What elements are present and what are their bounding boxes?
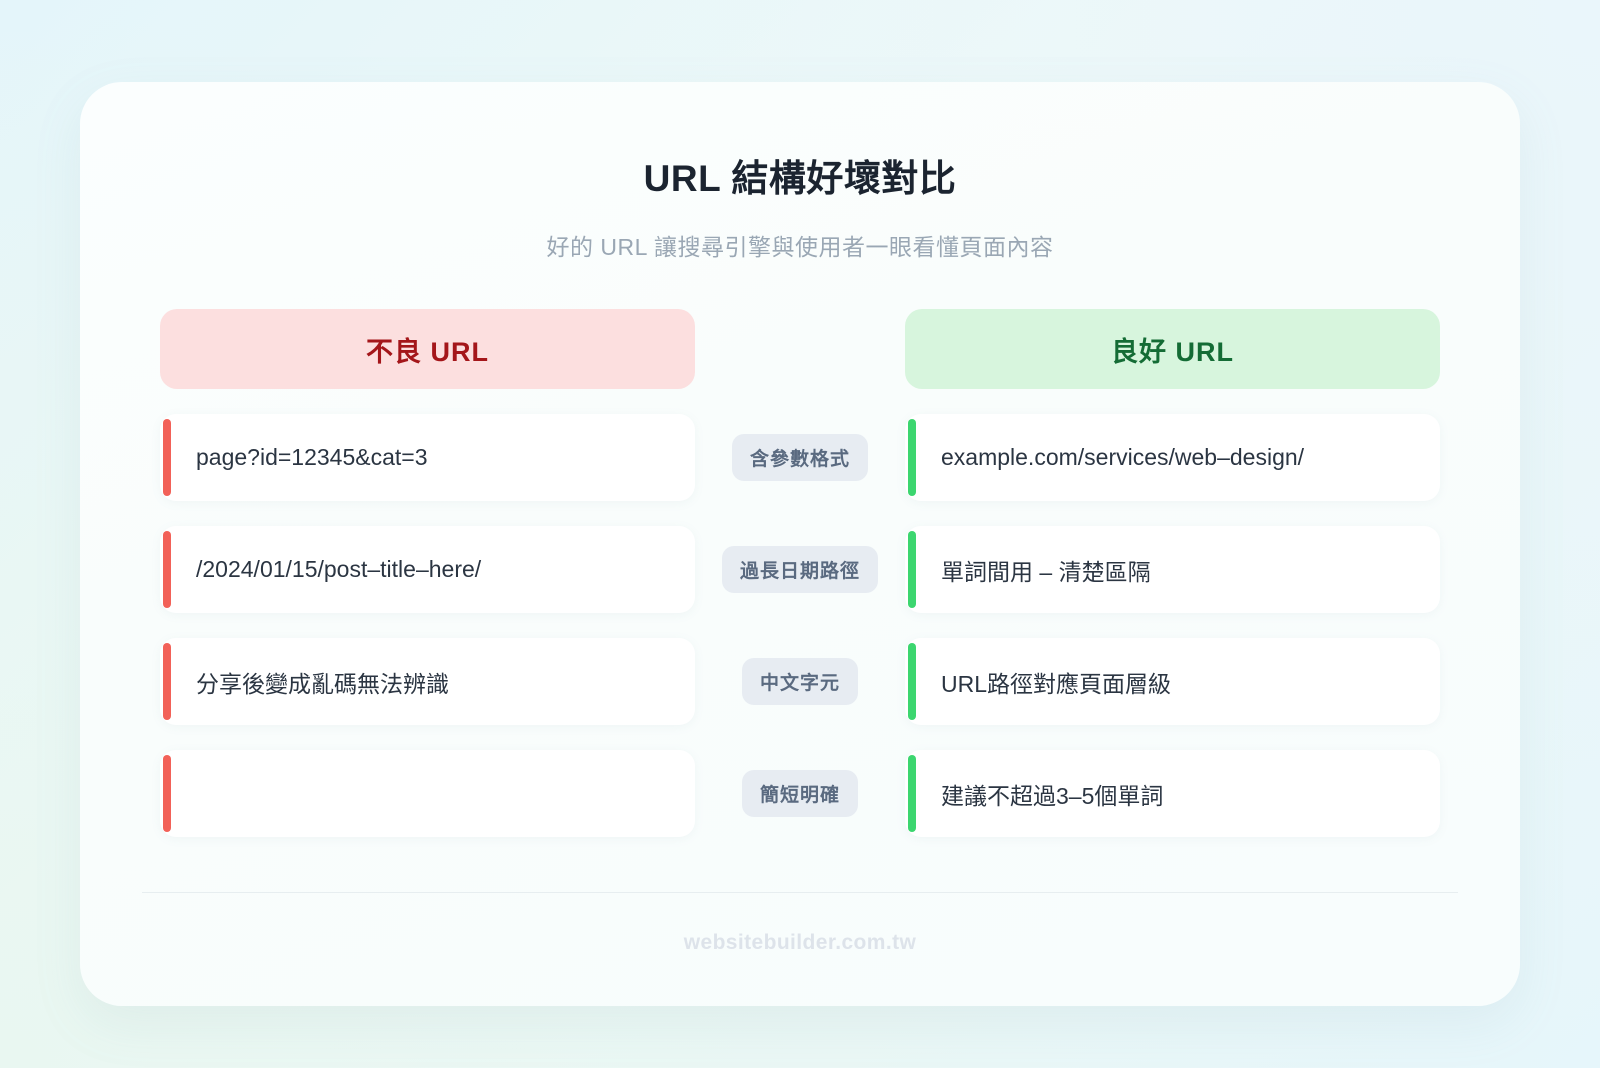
footer-divider <box>142 892 1458 893</box>
category-label-2: 過長日期路徑 <box>721 546 878 593</box>
bad-url-text-3: 分享後變成亂碼無法辨識 <box>196 670 449 697</box>
comparison-grid: 不良 URL page?id=12345&cat=3 /2024/01/15/p… <box>142 309 1458 837</box>
footer-site-name: websitebuilder.com.tw <box>683 931 917 954</box>
comparison-card: URL 結構好壞對比 好的 URL 讓搜尋引擎與使用者一眼看懂頁面內容 不良 U… <box>80 82 1520 1006</box>
good-url-row-2: 單詞間用 – 清楚區隔 <box>905 526 1440 613</box>
category-label-column: 含參數格式 過長日期路徑 中文字元 簡短明確 <box>695 309 905 837</box>
bad-url-text-1: page?id=12345&cat=3 <box>196 444 428 470</box>
category-label-1: 含參數格式 <box>731 434 868 481</box>
bad-url-row-4 <box>160 750 695 837</box>
category-label-4: 簡短明確 <box>741 770 858 817</box>
bad-url-text-2: /2024/01/15/post–title–here/ <box>196 556 482 582</box>
bad-url-column-header: 不良 URL <box>160 309 695 389</box>
good-url-row-1: example.com/services/web–design/ <box>905 414 1440 501</box>
page-subtitle: 好的 URL 讓搜尋引擎與使用者一眼看懂頁面內容 <box>546 234 1054 260</box>
category-pill-2: 過長日期路徑 <box>721 526 878 613</box>
good-url-column-header: 良好 URL <box>905 309 1440 389</box>
good-url-row-4: 建議不超過3–5個單詞 <box>905 750 1440 837</box>
bad-url-row-1: page?id=12345&cat=3 <box>160 414 695 501</box>
good-url-text-3: URL路徑對應頁面層級 <box>941 670 1172 697</box>
page-title: URL 結構好壞對比 <box>643 158 957 199</box>
good-url-text-4: 建議不超過3–5個單詞 <box>941 782 1164 809</box>
good-url-column: 良好 URL example.com/services/web–design/ … <box>905 309 1440 837</box>
bad-url-column: 不良 URL page?id=12345&cat=3 /2024/01/15/p… <box>160 309 695 837</box>
category-pill-1: 含參數格式 <box>731 414 868 501</box>
good-url-text-2: 單詞間用 – 清楚區隔 <box>941 558 1151 585</box>
bad-url-row-2: /2024/01/15/post–title–here/ <box>160 526 695 613</box>
category-pill-3: 中文字元 <box>741 638 858 725</box>
good-url-text-1: example.com/services/web–design/ <box>941 444 1305 470</box>
good-url-row-3: URL路徑對應頁面層級 <box>905 638 1440 725</box>
category-label-3: 中文字元 <box>741 658 858 705</box>
category-pill-4: 簡短明確 <box>741 750 858 837</box>
bad-url-row-3: 分享後變成亂碼無法辨識 <box>160 638 695 725</box>
